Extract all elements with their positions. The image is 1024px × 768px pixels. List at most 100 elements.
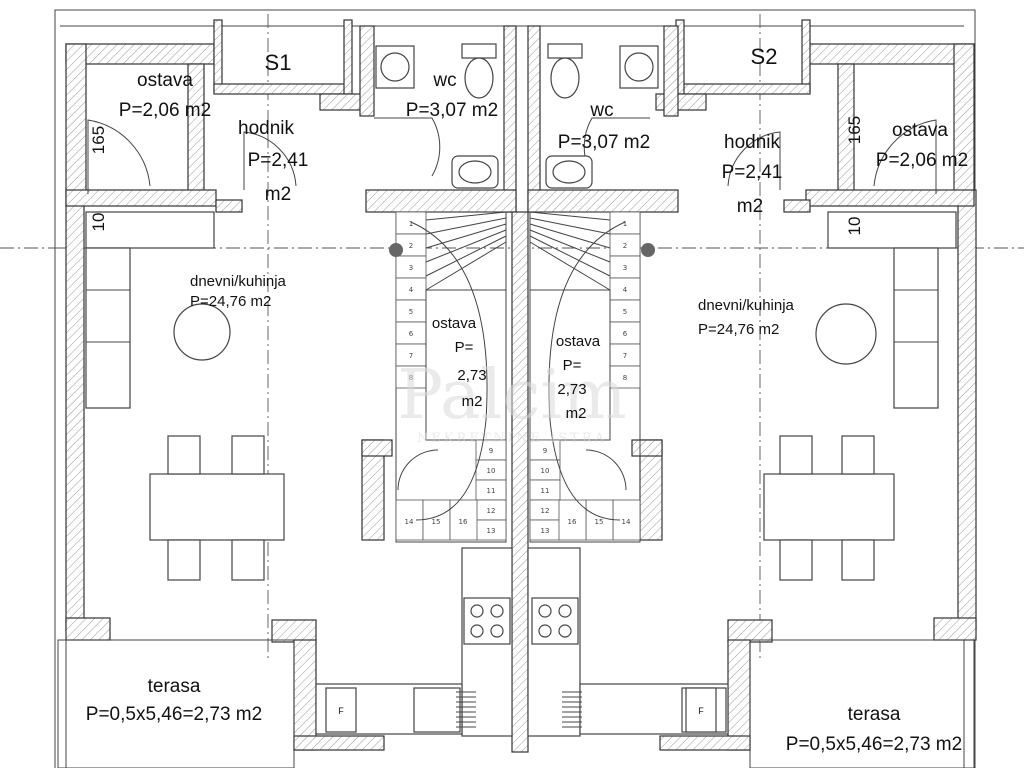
svg-text:Palcim: Palcim — [397, 356, 626, 435]
living-name: dnevni/kuhinja — [190, 273, 287, 290]
stair-winder — [425, 229, 507, 263]
storage-area: P=2,06 m2 — [876, 150, 968, 171]
stair-winder — [529, 217, 611, 235]
living-name: dnevni/kuhinja — [698, 297, 795, 314]
stair-step-number: 14 — [405, 518, 414, 526]
terrace-area: P=0,5x5,46=2,73 m2 — [86, 704, 262, 725]
left-unit-labels: S1 ostava P=2,06 m2 165 10 hodnik P=2,41… — [86, 50, 498, 725]
stair-step-number: 9 — [543, 447, 547, 455]
stair-step-number: 16 — [568, 518, 577, 526]
stair-step-number: 8 — [623, 374, 627, 382]
column-left — [389, 243, 403, 257]
svg-text:P=: P= — [563, 357, 582, 374]
stair-winder — [529, 211, 611, 221]
stair-step-number: 11 — [541, 487, 550, 495]
hall-area-unit: m2 — [265, 184, 291, 205]
stair-step-number: 2 — [409, 242, 413, 250]
stair-step-number: 16 — [459, 518, 468, 526]
right-unit-labels: S2 ostava P=2,06 m2 165 10 hodnik P=2,41… — [556, 44, 968, 755]
svg-text:NEKRETNINE ISTRA: NEKRETNINE ISTRA — [417, 431, 607, 446]
stair-step — [395, 499, 424, 541]
stair-step-number: 10 — [541, 467, 550, 475]
cooktop-left — [463, 597, 511, 645]
stair-winder — [529, 241, 611, 291]
stair-winder — [529, 235, 611, 277]
watermark: Palcim NEKRETNINE ISTRA — [397, 356, 626, 446]
storage-area: P=2,06 m2 — [119, 100, 211, 121]
storage-name: ostava — [892, 120, 948, 141]
stair-step-number: 5 — [623, 308, 627, 316]
stair-walking-line — [548, 221, 626, 521]
stair-step — [585, 499, 614, 541]
stair-step-number: 13 — [487, 527, 496, 535]
terrace-name: terasa — [848, 704, 901, 725]
stair-step-number: 13 — [541, 527, 550, 535]
living-area: P=24,76 m2 — [190, 293, 271, 310]
stair-step-number: 4 — [623, 286, 628, 294]
understair-name: ostava — [432, 315, 477, 332]
hall-area: P=2,41 — [248, 150, 309, 171]
hall-name: hodnik — [724, 132, 780, 153]
doors — [87, 117, 937, 491]
stair-winder — [529, 229, 611, 263]
stair-winder — [425, 235, 507, 277]
left-unit-walls — [65, 19, 529, 753]
stair-step-number: 4 — [409, 286, 414, 294]
stair-step-number: 5 — [409, 308, 413, 316]
stair-step-number: 6 — [623, 330, 628, 338]
cooktop-right — [531, 597, 579, 645]
stair-step-number: 11 — [487, 487, 496, 495]
svg-text:F: F — [698, 706, 704, 716]
stair-step-number: 15 — [432, 518, 441, 526]
svg-text:P=: P= — [455, 339, 474, 356]
terrace-name: terasa — [148, 676, 201, 697]
right-unit-walls — [527, 19, 977, 751]
wc-area: P=3,07 m2 — [558, 132, 650, 153]
stair-step-number: 7 — [623, 352, 627, 360]
unit-label-s2: S2 — [751, 44, 778, 69]
wc-name: wc — [432, 70, 456, 91]
stair-step-number: 3 — [409, 264, 413, 272]
wc-area: P=3,07 m2 — [406, 100, 498, 121]
svg-text:F: F — [338, 706, 344, 716]
stair-step-number: 9 — [489, 447, 493, 455]
stair-step-number: 12 — [541, 507, 550, 515]
hall-area-unit: m2 — [737, 196, 763, 217]
terrace-area: P=0,5x5,46=2,73 m2 — [786, 734, 962, 755]
svg-text:2,73: 2,73 — [557, 381, 586, 398]
stair-winder — [425, 223, 507, 249]
stair-step-number: 1 — [623, 220, 627, 228]
unit-label-s1: S1 — [265, 50, 292, 75]
stair-step — [449, 499, 478, 541]
stair-walking-line — [410, 221, 488, 521]
stair-step-number: 1 — [409, 220, 413, 228]
stair-step-number: 8 — [409, 374, 413, 382]
stair-step-number: 12 — [487, 507, 496, 515]
stair-step — [558, 499, 587, 541]
terraces — [57, 639, 975, 768]
stair-step-number: 3 — [623, 264, 627, 272]
stair-winder — [425, 217, 507, 235]
understair-name: ostava — [556, 333, 601, 350]
toilet-right — [547, 43, 583, 59]
hall-area: P=2,41 — [722, 162, 783, 183]
stair-step-number: 7 — [409, 352, 413, 360]
stair-well — [529, 289, 611, 441]
stair-winder — [425, 241, 507, 291]
stair-step-number: 15 — [595, 518, 604, 526]
hall-name: hodnik — [238, 118, 294, 139]
column-right — [641, 243, 655, 257]
living-area: P=24,76 m2 — [698, 321, 779, 338]
dimension-165: 165 — [89, 126, 108, 154]
oven-left — [413, 687, 461, 733]
stair-step-number: 10 — [487, 467, 496, 475]
storage-name: ostava — [137, 70, 193, 91]
wc-name: wc — [589, 100, 613, 121]
living-furniture — [85, 211, 957, 581]
kitchens — [315, 547, 729, 737]
stair-step-number: 2 — [623, 242, 627, 250]
fridge-left — [325, 687, 357, 733]
